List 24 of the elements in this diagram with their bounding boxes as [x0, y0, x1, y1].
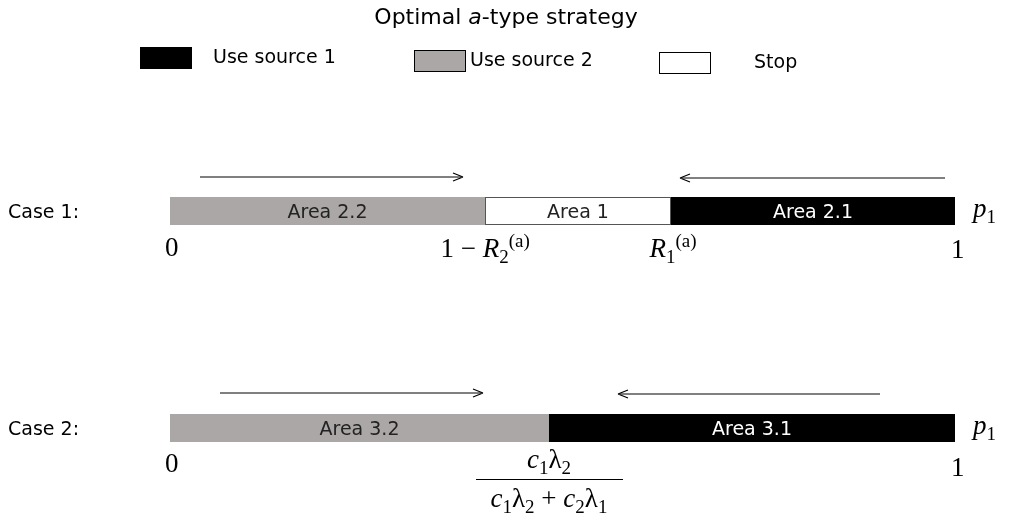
axis-tick-label: 1: [951, 234, 965, 264]
interval-segment: [485, 197, 671, 225]
segment-label: Area 2.2: [287, 200, 368, 222]
fraction-numerator: c$_{1}$λ$_{2}$: [527, 444, 572, 481]
axis-tick-label: 0: [165, 448, 179, 478]
axis-tick-label: 0: [165, 232, 179, 262]
interval-segment: [671, 197, 955, 225]
segment-label: Area 3.2: [319, 417, 400, 439]
diagram-title: Optimal a-type strategy: [373, 4, 639, 30]
segment-label: Area 1: [547, 200, 609, 222]
legend-label: Use source 2: [470, 48, 593, 70]
fraction-denominator: c$_{1}$λ$_{2}$ + c$_{2}$λ$_{1}$: [490, 483, 608, 520]
legend-label: Stop: [754, 50, 798, 72]
axis-label: p$_{1}$: [973, 410, 996, 447]
legend-label: Use source 1: [213, 45, 336, 67]
interval-segment: [549, 414, 955, 442]
case-label: Case 1:: [8, 200, 80, 222]
interval-segment: [170, 414, 549, 442]
interval-segment: [170, 197, 485, 225]
segment-label: Area 2.1: [773, 200, 853, 222]
case-label: Case 2:: [8, 417, 80, 439]
axis-label: p$_{1}$: [973, 193, 996, 230]
segment-label: Area 3.1: [712, 417, 792, 439]
axis-tick-label: 1: [951, 452, 965, 482]
